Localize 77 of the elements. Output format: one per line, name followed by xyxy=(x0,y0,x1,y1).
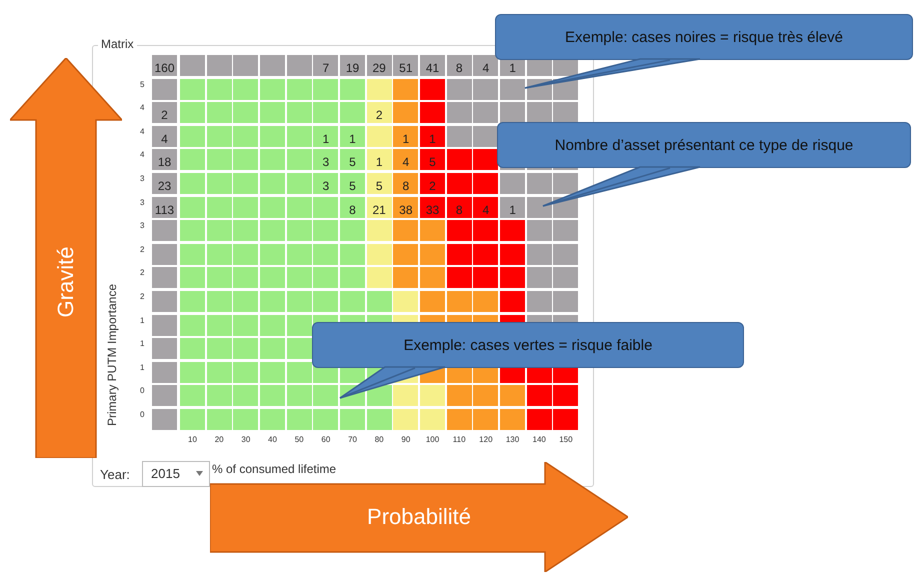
row-tick-label: 3 xyxy=(140,198,144,207)
column-tick-label: 50 xyxy=(294,435,305,444)
axis-title: % of consumed lifetime xyxy=(212,462,336,476)
matrix-cell: 38 xyxy=(393,196,418,218)
row-tick-label: 5 xyxy=(140,80,144,89)
row-tick-label: 2 xyxy=(140,244,144,254)
column-tick-label: 140 xyxy=(532,435,547,444)
matrix-cell: 8 xyxy=(446,55,472,76)
column-tick-label: 10 xyxy=(187,435,198,444)
axis-title: Primary PUTM Importance xyxy=(105,284,119,426)
matrix-cell: 1 xyxy=(500,196,526,218)
matrix-cell: 3 xyxy=(313,149,338,170)
matrix-cell: 7 xyxy=(313,55,338,76)
column-tick-label: 30 xyxy=(240,435,252,444)
arrow-label: Probabilité xyxy=(367,504,471,530)
row-tick-label: 1 xyxy=(140,362,144,372)
matrix-cell: 4 xyxy=(473,55,498,76)
matrix-cell: 8 xyxy=(393,173,418,194)
column-tick-label: 70 xyxy=(347,435,358,444)
row-tick-label: 1 xyxy=(140,316,144,325)
column-tick-label: 120 xyxy=(478,435,494,444)
group-title: Matrix xyxy=(98,37,137,51)
column-tick-label: 90 xyxy=(400,435,412,444)
matrix-cell: 5 xyxy=(366,173,392,194)
matrix-cell: 5 xyxy=(420,149,446,170)
right-arrow xyxy=(210,462,628,572)
row-tick-label: 0 xyxy=(140,410,144,419)
column-tick-label: 80 xyxy=(374,435,385,444)
column-tick-label: 20 xyxy=(214,435,225,444)
matrix-cell: 1 xyxy=(393,126,418,147)
matrix-cell: 2 xyxy=(152,102,177,124)
matrix-cell: 18 xyxy=(152,149,177,170)
column-tick-label: 60 xyxy=(320,435,332,444)
row-tick-label: 0 xyxy=(140,386,144,396)
row-tick-label: 4 xyxy=(140,126,144,136)
matrix-cell: 1 xyxy=(366,149,392,170)
matrix-cell: 19 xyxy=(340,55,366,76)
year-dropdown: 2015 xyxy=(142,461,210,487)
matrix-cell: 4 xyxy=(393,149,418,170)
matrix-cell: 41 xyxy=(420,55,446,76)
matrix-cell: 113 xyxy=(152,196,177,218)
matrix-cell: 8 xyxy=(446,196,472,218)
matrix-cell: 2 xyxy=(366,102,392,124)
field-label: Year: xyxy=(100,467,130,482)
row-tick-label: 3 xyxy=(140,221,144,230)
row-tick-label: 2 xyxy=(140,268,144,278)
matrix-cell: 1 xyxy=(340,126,366,147)
arrow-label: Gravité xyxy=(53,246,79,318)
matrix-cell: 3 xyxy=(313,173,338,194)
matrix-cell: 1 xyxy=(420,126,446,147)
matrix-cell: 33 xyxy=(420,196,446,218)
row-tick-label: 3 xyxy=(140,174,144,183)
matrix-cell: 2 xyxy=(420,173,446,194)
matrix-cell: 51 xyxy=(393,55,418,76)
matrix-cell: 29 xyxy=(366,55,392,76)
column-tick-label: 100 xyxy=(424,435,440,444)
callout-text: Exemple: cases vertes = risque faible xyxy=(404,336,652,354)
row-tick-label: 1 xyxy=(140,339,144,348)
up-arrow xyxy=(10,58,122,458)
callout-text: Nombre d’asset présentant ce type de risque xyxy=(554,136,854,154)
matrix-cell: 1 xyxy=(313,126,338,147)
matrix-cell: 5 xyxy=(340,173,366,194)
row-tick-label: 4 xyxy=(140,103,144,112)
matrix-cell: 21 xyxy=(366,196,392,218)
matrix-cell: 5 xyxy=(340,149,366,170)
callout-text: Exemple: cases noires = risque très élevé xyxy=(564,28,844,46)
matrix-cell: 160 xyxy=(152,55,177,76)
matrix-cell: 4 xyxy=(473,196,498,218)
row-tick-label: 4 xyxy=(140,150,144,160)
column-tick-label: 40 xyxy=(267,435,278,444)
column-tick-label: 110 xyxy=(452,435,467,444)
row-tick-label: 2 xyxy=(140,292,144,301)
column-tick-label: 150 xyxy=(558,435,574,444)
matrix-cell: 8 xyxy=(340,196,366,218)
matrix-cell: 4 xyxy=(152,126,177,147)
matrix-cell: 23 xyxy=(152,173,177,194)
column-tick-label: 130 xyxy=(504,435,520,444)
